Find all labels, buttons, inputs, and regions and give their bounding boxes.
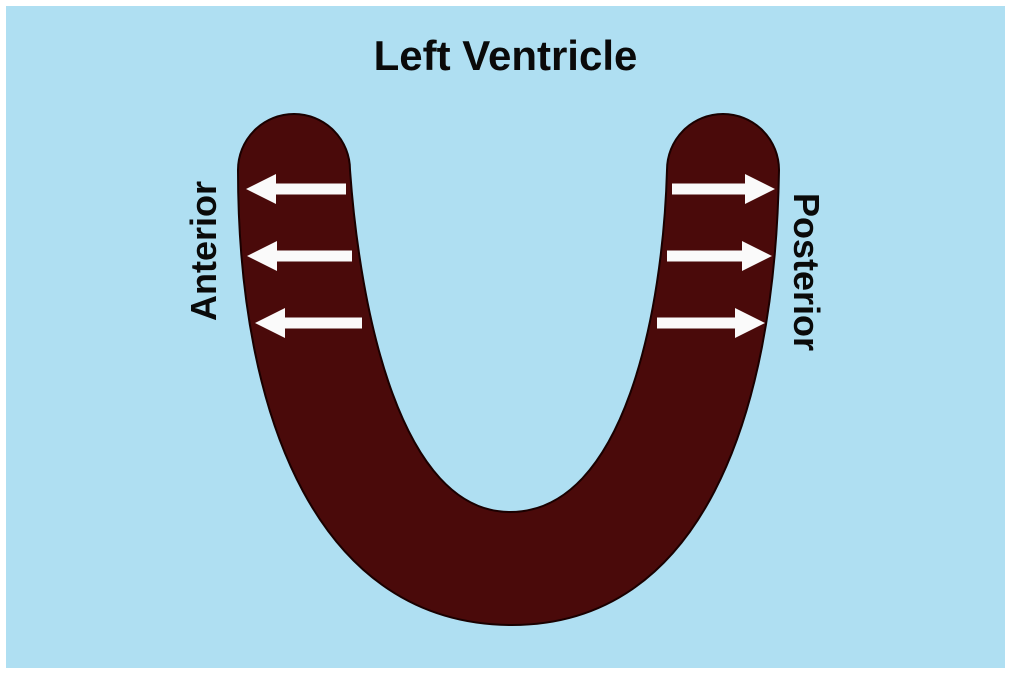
posterior-label: Posterior xyxy=(788,193,824,351)
anterior-label: Anterior xyxy=(186,181,222,321)
diagram-title: Left Ventricle xyxy=(0,32,1011,80)
